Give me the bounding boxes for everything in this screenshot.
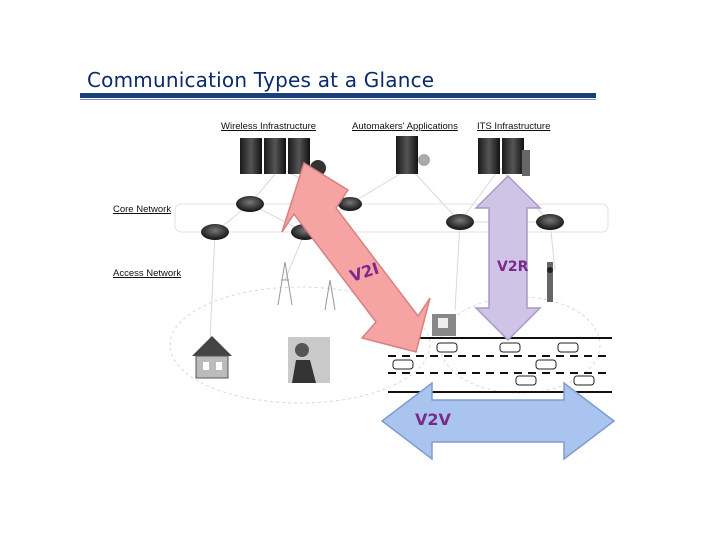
title-underline [80, 93, 596, 98]
slide-title: Communication Types at a Glance [87, 68, 435, 92]
roadside-unit-icon [432, 314, 456, 336]
router-icon [201, 196, 564, 240]
person-icon [288, 337, 330, 383]
v2r-label: V2R [497, 259, 529, 275]
title-underline-thin [80, 99, 596, 100]
v2v-arrow [380, 381, 616, 461]
its-server-rack [478, 138, 530, 176]
cell-tower-icon [277, 261, 336, 311]
automakers-server [396, 136, 430, 174]
access-network-label: Access Network [113, 268, 182, 279]
v2r-arrow [474, 174, 542, 342]
automakers-applications-label: Automakers' Applications [352, 121, 458, 132]
wireless-infrastructure-label: Wireless Infrastructure [221, 121, 317, 132]
v2i-arrow [281, 161, 431, 353]
its-infrastructure-label: ITS Infrastructure [477, 121, 551, 132]
v2v-label: V2V [415, 410, 452, 429]
core-network-band [174, 203, 609, 233]
house-icon [192, 336, 232, 379]
car-icon [392, 342, 595, 386]
traffic-signal-icon [547, 262, 553, 302]
access-coverage-ellipse [169, 286, 431, 404]
core-network-label: Core Network [113, 204, 172, 215]
access-coverage-ellipse-2 [439, 296, 601, 394]
